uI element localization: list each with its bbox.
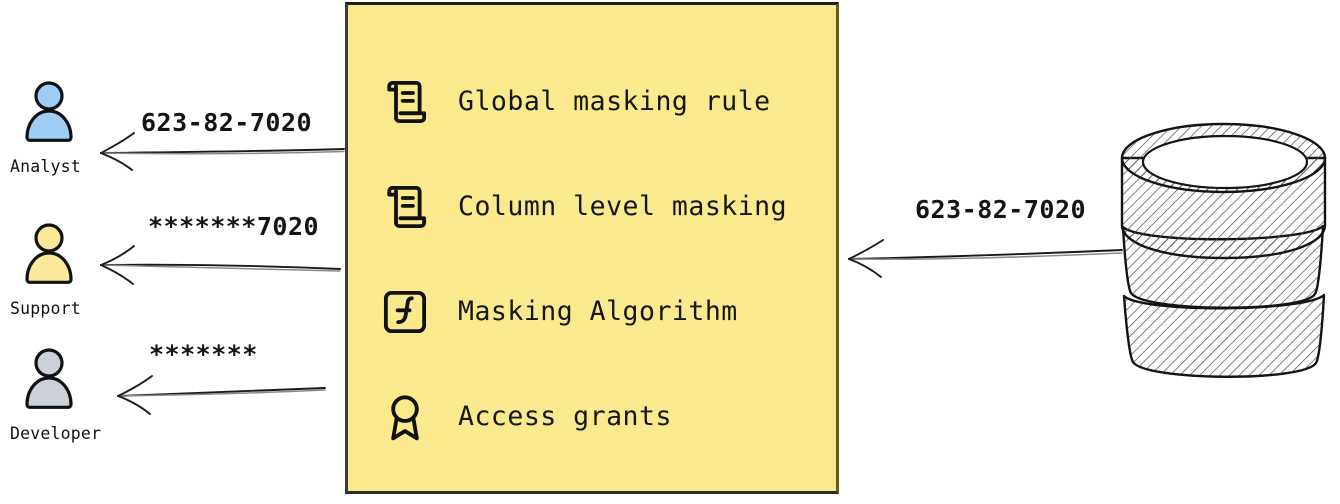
scroll-icon bbox=[387, 185, 427, 228]
scroll-icon bbox=[387, 80, 427, 123]
flow-label-developer: ******* bbox=[149, 340, 258, 369]
function-icon bbox=[383, 290, 427, 333]
actor-support[interactable]: Support bbox=[8, 222, 128, 318]
person-icon bbox=[25, 223, 73, 284]
policy-item-masking-algorithm[interactable]: Masking Algorithm bbox=[378, 259, 808, 364]
person-icon bbox=[25, 348, 73, 409]
person-icon bbox=[25, 81, 73, 142]
arrow-from-database bbox=[848, 239, 1123, 278]
policy-item-list: Global masking rule Column level masking bbox=[378, 49, 808, 469]
masking-policy-panel: Global masking rule Column level masking bbox=[345, 2, 839, 494]
policy-item-label: Masking Algorithm bbox=[458, 296, 738, 327]
actor-developer[interactable]: Developer bbox=[8, 347, 128, 443]
actor-label: Support bbox=[10, 299, 81, 318]
flow-label-analyst: 623-82-7020 bbox=[141, 108, 313, 137]
actor-analyst[interactable]: Analyst bbox=[8, 80, 128, 176]
flow-label-source: 623-82-7020 bbox=[915, 195, 1087, 224]
policy-item-access-grants[interactable]: Access grants bbox=[378, 364, 808, 469]
actor-label: Analyst bbox=[10, 157, 81, 176]
database-cylinder-icon bbox=[1120, 122, 1327, 378]
flow-label-support: *******7020 bbox=[148, 212, 320, 241]
actor-label: Developer bbox=[10, 424, 102, 443]
policy-item-label: Access grants bbox=[458, 401, 672, 432]
arrow-to-analyst bbox=[100, 132, 345, 171]
arrow-to-developer bbox=[117, 375, 326, 415]
arrow-to-support bbox=[100, 245, 341, 285]
policy-item-column-level-masking[interactable]: Column level masking bbox=[378, 154, 808, 259]
policy-item-label: Global masking rule bbox=[458, 86, 771, 117]
policy-item-global-masking-rule[interactable]: Global masking rule bbox=[378, 49, 808, 154]
badge-icon bbox=[391, 394, 419, 440]
policy-item-label: Column level masking bbox=[458, 191, 788, 222]
